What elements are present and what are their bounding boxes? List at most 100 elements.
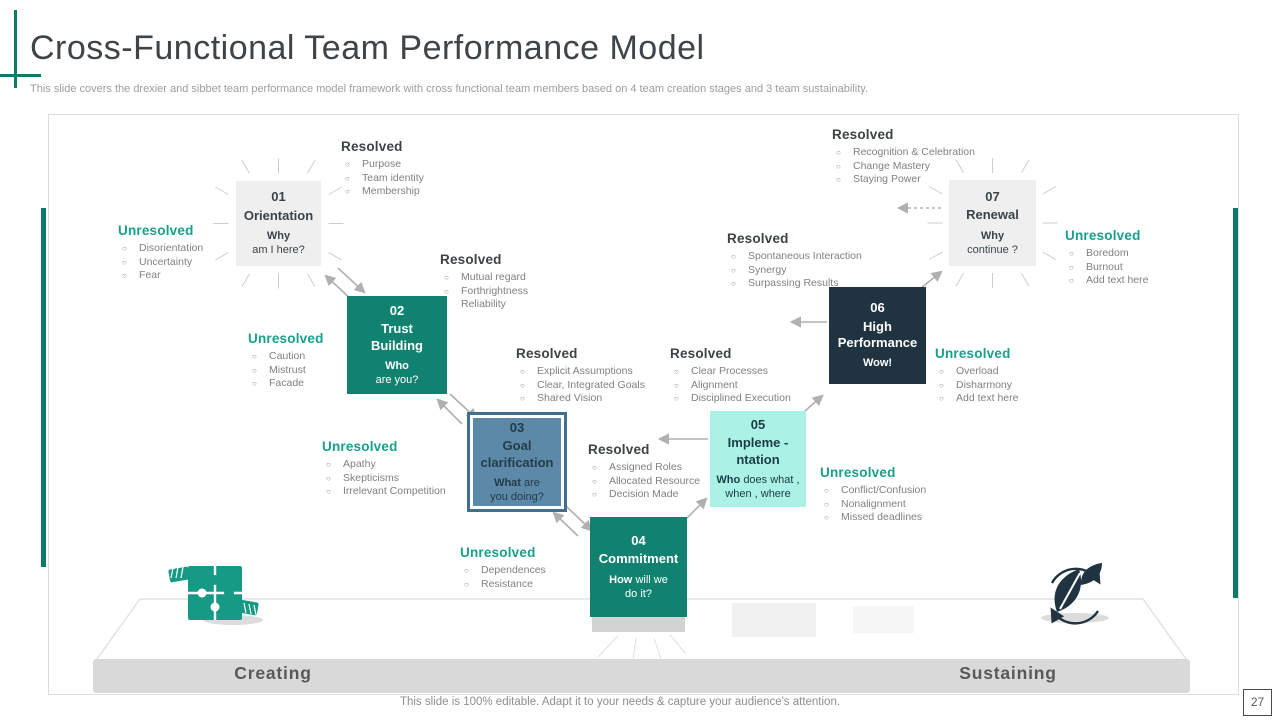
list-item: ○Alignment	[670, 379, 791, 393]
stage-title: Goal clarification	[480, 438, 554, 470]
circle-bullet-icon: ○	[939, 380, 944, 390]
list-item: ○Synergy	[727, 264, 862, 278]
list-item: ○Recognition & Celebration	[832, 146, 975, 160]
list-item: ○Uncertainty	[118, 256, 203, 270]
list-item: ○Add text here	[1065, 274, 1148, 288]
stage-question-lead: Why	[266, 230, 291, 243]
stage-question: Who does what , when , where	[713, 473, 803, 502]
list-item-text: Boredom	[1086, 247, 1129, 259]
circle-bullet-icon: ○	[345, 173, 350, 183]
list-item-text: Staying Power	[853, 173, 921, 185]
list-item: ○Clear Processes	[670, 365, 791, 379]
resolved-list-07: Resolved○Recognition & Celebration○Chang…	[832, 127, 975, 187]
stage-question: Why am I here?	[252, 229, 305, 258]
circle-bullet-icon: ○	[326, 487, 331, 496]
circle-bullet-icon: ○	[1069, 249, 1074, 258]
stage-question: Wow!	[863, 356, 892, 370]
list-item-text: Recognition & Celebration	[853, 146, 975, 158]
list-item-text: Allocated Resource	[609, 474, 701, 487]
right-accent-bar	[1233, 208, 1238, 598]
stage-number: 05	[750, 416, 766, 432]
list-item: ○Conflict/Confusion	[820, 484, 926, 498]
arrow-01-to-02	[337, 267, 366, 294]
list-item: ○Mutual regard	[440, 271, 528, 285]
stage-number: 04	[631, 532, 646, 548]
list-item: ○Reliability	[440, 298, 528, 312]
list-item-text: Facade	[269, 377, 305, 389]
list-item: ○Surpassing Results	[727, 277, 862, 291]
list-item-text: Resistance	[481, 577, 533, 590]
list-item-text: Dependences	[481, 564, 546, 576]
list-item-text: Disciplined Execution	[691, 392, 791, 404]
stage-question-lead: Who	[385, 359, 409, 372]
unresolved-heading: Unresolved	[322, 439, 398, 454]
stage-question-lead: How	[609, 573, 633, 586]
faded-step	[732, 603, 816, 637]
circle-bullet-icon: ○	[824, 513, 829, 522]
unresolved-list-03: Unresolved○Apathy○Skepticisms○Irrelevant…	[322, 439, 446, 499]
list-item: ○Explicit Assumptions	[516, 365, 645, 379]
circle-bullet-icon: ○	[122, 271, 127, 280]
unresolved-heading: Unresolved	[460, 545, 536, 560]
phase-label-creating: Creating	[234, 663, 312, 683]
stage-question-rest: am I here?	[252, 244, 305, 257]
stage-number: 07	[985, 188, 1000, 204]
list-item-text: Reliability	[461, 298, 506, 310]
stage-title: Orientation	[243, 207, 314, 223]
list-item-text: Mutual regard	[461, 271, 526, 283]
resolved-list-06: Resolved○Spontaneous Interaction○Synergy…	[727, 231, 862, 291]
stage-question-lead: Wow!	[862, 357, 893, 370]
circle-bullet-icon: ○	[836, 175, 841, 184]
stage-question-lead: Why	[980, 229, 1005, 242]
resolved-list-05: Resolved○Clear Processes○Alignment○Disci…	[670, 346, 791, 406]
sunburst-01	[213, 158, 344, 289]
list-item: ○Apathy	[322, 458, 446, 472]
circle-bullet-icon: ○	[731, 265, 736, 275]
stage-title: Impleme -ntation	[727, 435, 789, 467]
circle-bullet-icon: ○	[592, 490, 597, 499]
list-item: ○ Assigned Roles	[588, 461, 700, 475]
list-item-text: Explicit Assumptions	[537, 365, 633, 377]
list-item: ○Overload	[935, 365, 1018, 379]
circle-bullet-icon: ○	[464, 579, 469, 589]
accent-horizontal-line	[0, 74, 41, 77]
list-item: ○Team identity	[341, 172, 424, 186]
circle-bullet-icon: ○	[252, 365, 257, 375]
list-item-text: Missed deadlines	[841, 511, 923, 523]
list-item: ○ Boredom	[1065, 247, 1148, 261]
resolved-list-04: Resolved○Assigned Roles○Allocated Resour…	[588, 442, 700, 502]
list-item: ○ Change Mastery	[832, 160, 975, 174]
unresolved-heading: Unresolved	[820, 465, 896, 480]
stage-question-rest: does what , when , where	[725, 473, 800, 501]
circle-bullet-icon: ○	[592, 463, 597, 472]
circle-bullet-icon: ○	[326, 460, 331, 469]
stage-question: What are you doing?	[486, 476, 548, 505]
circle-bullet-icon: ○	[836, 161, 841, 171]
circle-bullet-icon: ○	[731, 252, 736, 261]
stage-question-rest: are you doing?	[490, 476, 544, 504]
list-item-text: Change Mastery	[853, 159, 931, 172]
list-item-text: Add text here	[1086, 274, 1149, 286]
circle-bullet-icon: ○	[345, 160, 350, 169]
circle-bullet-icon: ○	[939, 367, 944, 376]
stage-04-base	[592, 617, 685, 632]
list-item: ○Caution	[248, 350, 324, 364]
stage-question-rest: are you?	[375, 374, 419, 387]
list-item: ○Shared Vision	[516, 392, 645, 406]
list-item-text: Purpose	[362, 158, 402, 170]
list-item: ○Burnout	[1065, 261, 1148, 275]
stage-title: High Performance	[837, 318, 918, 351]
reflection-rays	[597, 634, 687, 661]
footer-note: This slide is 100% editable. Adapt it to…	[399, 696, 841, 708]
unresolved-heading: Unresolved	[935, 346, 1011, 361]
list-item-text: Add text here	[956, 392, 1019, 404]
faded-step	[853, 606, 914, 633]
list-item-text: Clear Processes	[691, 365, 769, 377]
list-item-text: Assigned Roles	[609, 461, 682, 473]
resolved-list-01: Resolved○Purpose○Team identity○Membershi…	[341, 139, 424, 199]
resolved-heading: Resolved	[727, 231, 789, 246]
